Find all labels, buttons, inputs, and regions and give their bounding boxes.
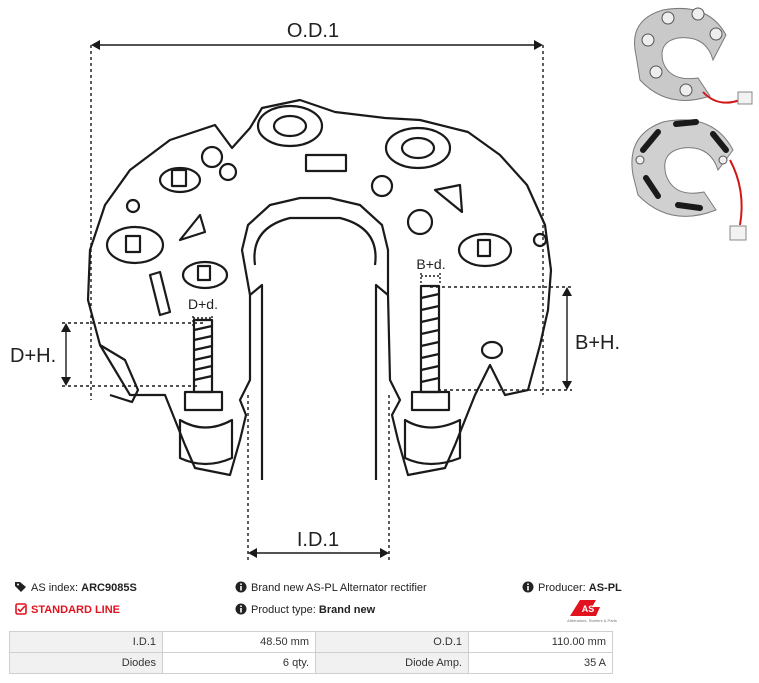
bh-dimension-label: B+H.: [575, 332, 620, 354]
tags-icon: [15, 582, 26, 592]
product-photo-bottom: [631, 119, 747, 241]
product-type-value: Brand new: [318, 604, 376, 616]
rectifier-technical-drawing: O.D.1 I.D.1 D+H. B+H. D+d. B+d.: [10, 20, 620, 560]
table-row: I.D.1 48.50 mm O.D.1 110.00 mm: [9, 631, 613, 653]
spec-label: I.D.1: [9, 631, 163, 653]
spec-label: Diodes: [9, 652, 163, 674]
product-type: Product type: Brand new: [235, 601, 375, 619]
check-square-icon: [15, 603, 27, 615]
specs-table: I.D.1 48.50 mm O.D.1 110.00 mm Diodes 6 …: [9, 631, 613, 674]
dh-dimension-label: D+H.: [10, 345, 56, 367]
spec-label: Diode Amp.: [315, 652, 469, 674]
spec-label: O.D.1: [315, 631, 469, 653]
product-info: AS index: ARC9085S STANDARD LINE Brand n…: [0, 575, 759, 625]
spec-value: 48.50 mm: [162, 631, 316, 653]
spec-value: 6 qty.: [162, 652, 316, 674]
logo-text: AS: [582, 604, 595, 614]
product-description: Brand new AS-PL Alternator rectifier: [235, 579, 427, 597]
info-circle-icon: [235, 581, 247, 593]
table-row: Diodes 6 qty. Diode Amp. 35 A: [9, 652, 613, 674]
standard-line: STANDARD LINE: [15, 601, 120, 619]
dd-dimension-label: D+d.: [188, 296, 218, 312]
od-dimension-label: O.D.1: [287, 20, 339, 42]
spec-value: 35 A: [468, 652, 613, 674]
producer-label: Producer:: [538, 582, 586, 594]
info-circle-icon: [235, 603, 247, 615]
product-type-label: Product type:: [251, 604, 316, 616]
as-pl-logo: AS Alternators, Starters & Parts: [567, 600, 617, 623]
producer-value: AS-PL: [588, 582, 622, 594]
as-index: AS index: ARC9085S: [15, 579, 137, 597]
info-circle-icon: [522, 581, 534, 593]
spec-value: 110.00 mm: [468, 631, 613, 653]
as-index-value: ARC9085S: [81, 582, 137, 594]
description-text: Brand new AS-PL Alternator rectifier: [251, 582, 427, 594]
logo-tagline: Alternators, Starters & Parts: [567, 618, 617, 623]
standard-line-label: STANDARD LINE: [31, 604, 121, 616]
id-dimension-label: I.D.1: [297, 529, 339, 551]
as-index-label: AS index:: [31, 582, 79, 594]
product-photos: [631, 7, 753, 241]
product-photo-top: [634, 7, 753, 105]
producer: Producer: AS-PL: [522, 579, 622, 597]
bd-dimension-label: B+d.: [416, 256, 445, 272]
